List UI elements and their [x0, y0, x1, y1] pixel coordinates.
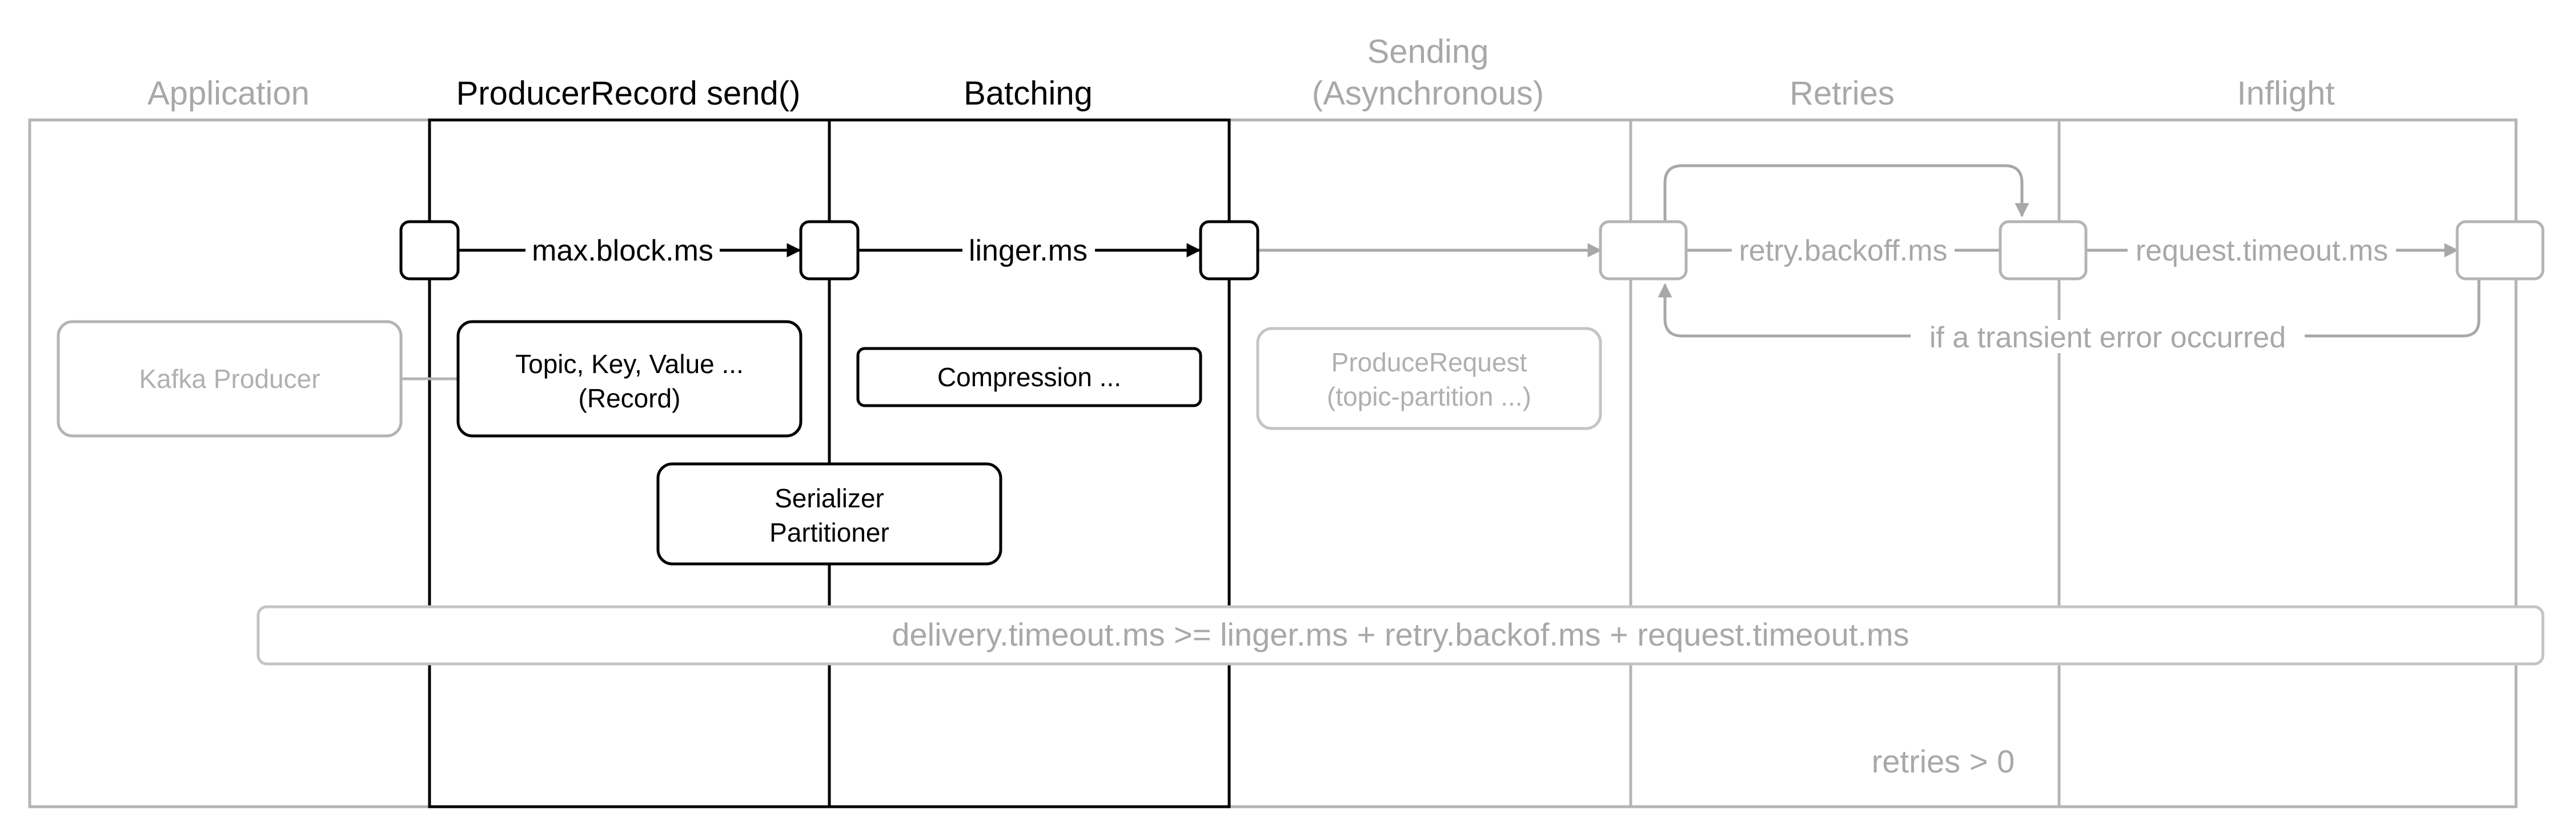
linger-label: linger.ms — [969, 234, 1088, 267]
request-timeout-label: request.timeout.ms — [2136, 234, 2388, 267]
node-send-start — [399, 220, 460, 281]
serializer-partitioner-box — [656, 462, 1002, 566]
retries-note: retries > 0 — [1872, 743, 2015, 779]
max-block-label: max.block.ms — [532, 234, 713, 267]
delivery-timeout-bar — [256, 605, 2545, 666]
node-retry — [1599, 220, 1688, 281]
lane-title-retries: Retries — [1789, 75, 1895, 112]
node-batch-end — [1199, 220, 1259, 281]
lane-title-inflight: Inflight — [2237, 75, 2335, 112]
retry-backoff-label-bg — [1732, 231, 1955, 269]
retry-backoff-label: retry.backoff.ms — [1739, 234, 1947, 267]
kafka-producer-label: Kafka Producer — [139, 364, 320, 394]
delivery-timeout-note: delivery.timeout.ms >= linger.ms + retry… — [892, 616, 1909, 652]
compression-label: Compression ... — [937, 362, 1121, 392]
node-inflight-start — [1999, 220, 2088, 281]
max-block-label-bg — [525, 231, 720, 269]
serializer-label: Serializer — [775, 483, 884, 513]
retry-loop-arrow — [1663, 164, 2029, 222]
request-timeout-label-bg — [2128, 231, 2396, 269]
produce-request-box — [1256, 327, 1602, 430]
produce-request-label: ProduceRequest — [1331, 347, 1527, 377]
record-box — [456, 320, 803, 438]
lane-title-send: ProducerRecord send() — [456, 75, 801, 112]
lanes-frame — [28, 118, 2518, 808]
node-batch-start — [799, 220, 860, 281]
record-sublabel: (Record) — [579, 383, 681, 413]
compression-box — [856, 347, 1202, 407]
transient-error-label: if a transient error occurred — [1929, 321, 2286, 354]
lane-title-sending: Sending — [1367, 33, 1489, 70]
lane-title-sending-sub: (Asynchronous) — [1312, 75, 1544, 112]
lane-title-application: Application — [147, 75, 310, 112]
partitioner-label: Partitioner — [769, 518, 889, 547]
transient-error-label-bg — [1911, 320, 2305, 353]
record-label: Topic, Key, Value ... — [515, 349, 744, 379]
node-inflight-end — [2455, 220, 2545, 281]
linger-label-bg — [962, 231, 1095, 269]
lane-title-batching: Batching — [964, 75, 1093, 112]
kafka-producer-box — [57, 320, 403, 438]
produce-request-sublabel: (topic-partition ...) — [1327, 382, 1531, 411]
